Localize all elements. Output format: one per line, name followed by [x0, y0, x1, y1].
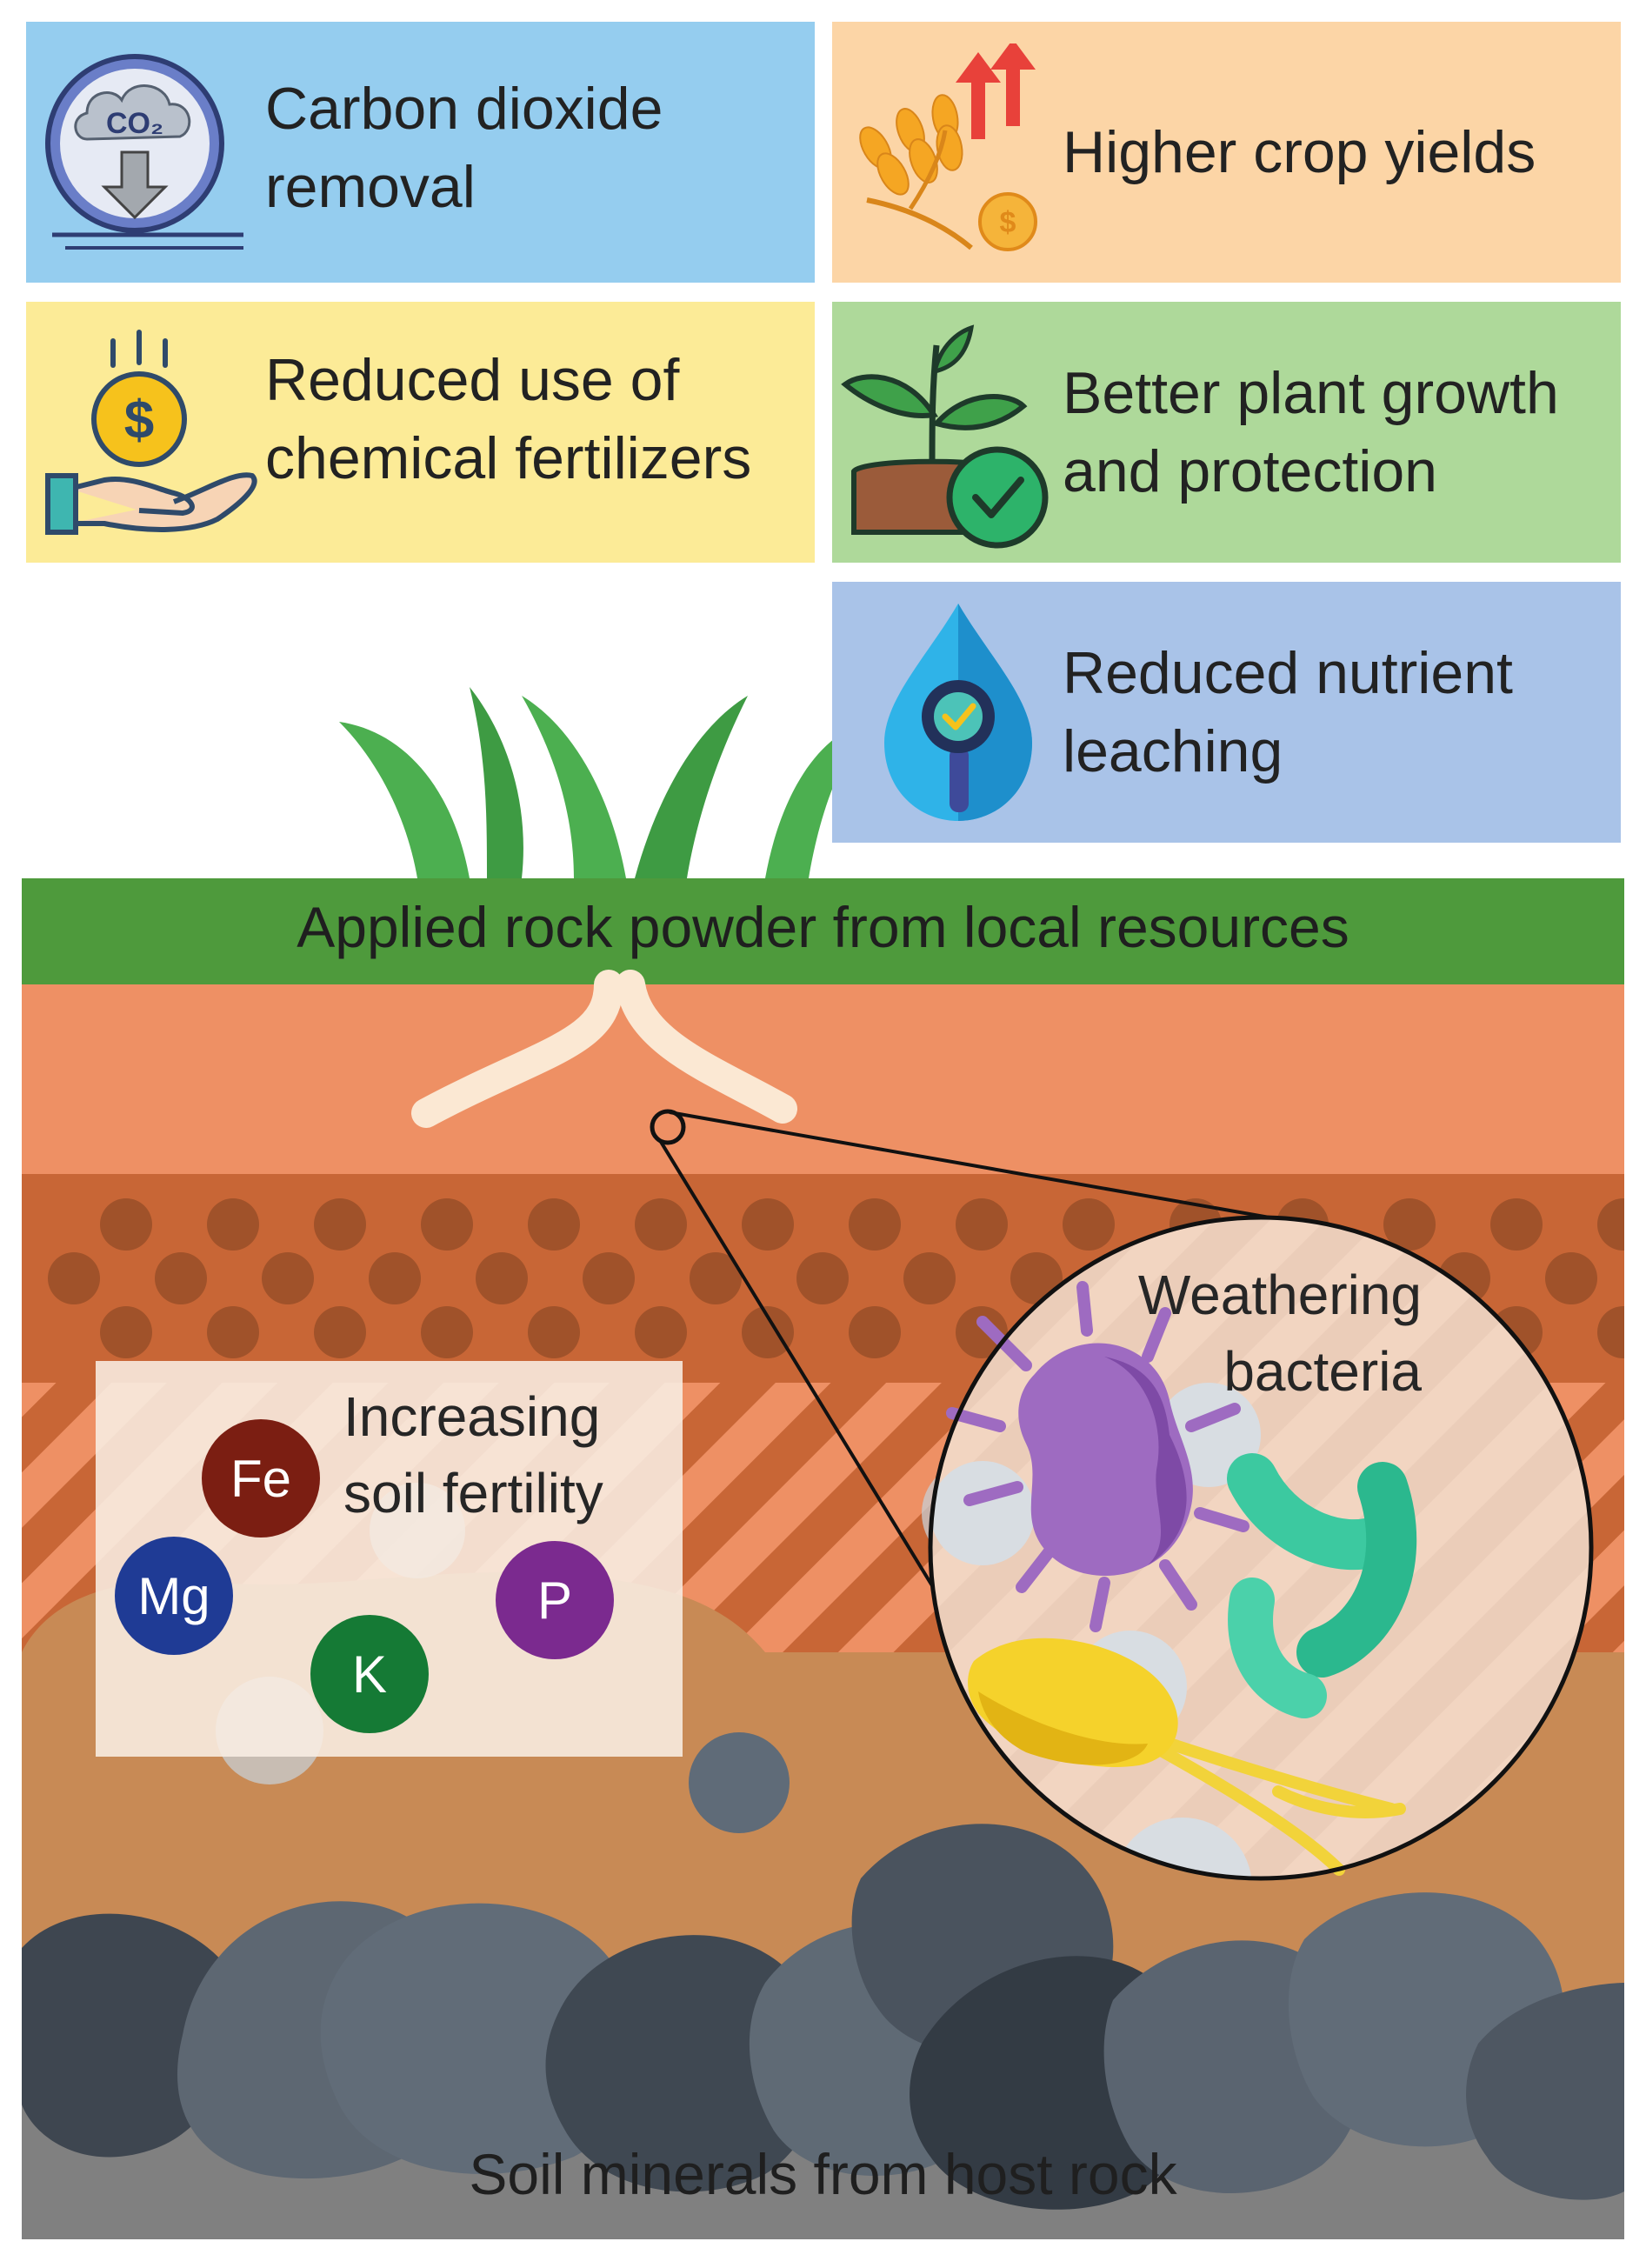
soil-particle — [635, 1306, 687, 1358]
soil-particle — [1597, 1198, 1624, 1251]
host-rocks — [22, 1824, 1624, 2210]
plant-growth-text: Better plant growth and protection — [1063, 360, 1559, 504]
soil-particle — [583, 1252, 635, 1304]
zoom-line-top — [669, 1111, 1270, 1219]
soil-particle — [1383, 1198, 1436, 1251]
soil-particle — [1490, 1198, 1543, 1251]
rock-powder-layer — [22, 878, 1624, 984]
panel-co2-removal: CO₂ Carbon dioxide removal — [26, 22, 815, 283]
soil-particle — [314, 1306, 366, 1358]
co2-cloud-icon: CO₂ — [45, 54, 243, 250]
nutrient-leaching-text: Reduced nutrient leaching — [1063, 640, 1513, 784]
soil-particle — [421, 1198, 473, 1251]
host-rock-label: Soil minerals from host rock — [469, 2142, 1177, 2206]
soil-particle — [262, 1252, 314, 1304]
soil-particle — [1063, 1198, 1115, 1251]
soil-particle — [903, 1252, 956, 1304]
soil-particle — [207, 1306, 259, 1358]
soil-particle — [421, 1306, 473, 1358]
soil-particle — [369, 1252, 421, 1304]
soil-particle — [476, 1252, 528, 1304]
plant-leaves-icon — [339, 687, 870, 878]
yellow-bacterium-icon — [968, 1638, 1406, 1876]
panel-plant-growth: Better plant growth and protection — [832, 302, 1621, 563]
zoom-circle — [928, 1215, 1594, 1881]
water-drop-icon — [884, 604, 1032, 821]
soil-particle — [690, 1252, 742, 1304]
soil-particle — [1545, 1252, 1597, 1304]
soil-particle — [155, 1252, 207, 1304]
soil-particle — [528, 1198, 580, 1251]
element-symbol: P — [537, 1571, 572, 1630]
zoom-title: Weathering bacteria — [1137, 1264, 1422, 1403]
soil-particle — [100, 1198, 152, 1251]
soil-particle — [635, 1198, 687, 1251]
money-hand-icon: $ — [45, 330, 257, 535]
panel-higher-yields: $ Higher crop yields — [832, 22, 1621, 283]
zoom-origin-marker — [650, 1109, 686, 1145]
soil-particle — [956, 1306, 1008, 1358]
element-mg: Mg — [115, 1537, 233, 1655]
soil-particle — [1597, 1306, 1624, 1358]
element-p: P — [496, 1541, 614, 1659]
svg-text:CO₂: CO₂ — [106, 107, 163, 140]
plant-check-icon — [841, 324, 1049, 549]
crop-growth-icon: $ — [859, 43, 1037, 251]
soil-particle — [796, 1252, 849, 1304]
soil-particle — [742, 1306, 794, 1358]
panel-reduced-fertilizers: $ Reduced use of chemical fertilizers — [26, 302, 815, 563]
element-symbol: K — [352, 1645, 387, 1704]
pebble-dark — [689, 1732, 790, 1833]
teal-bacteria-icon — [1227, 1453, 1417, 1718]
soil-particle — [314, 1198, 366, 1251]
soil-particle — [207, 1198, 259, 1251]
soil-particle — [742, 1198, 794, 1251]
element-fe: Fe — [202, 1419, 320, 1538]
soil-particle — [849, 1198, 901, 1251]
rock-powder-label: Applied rock powder from local resources — [297, 895, 1349, 959]
panel-nutrient-leaching: Reduced nutrient leaching — [832, 582, 1621, 843]
fertility-title: Increasing soil fertility — [343, 1385, 603, 1524]
higher-yields-text: Higher crop yields — [1063, 119, 1536, 185]
svg-text:$: $ — [1000, 206, 1016, 239]
svg-text:$: $ — [124, 390, 154, 450]
soil-particle — [956, 1198, 1008, 1251]
co2-removal-text: Carbon dioxide removal — [265, 76, 663, 220]
element-symbol: Fe — [230, 1450, 291, 1508]
plant-roots — [411, 970, 797, 1128]
element-k: K — [310, 1615, 429, 1733]
soil-particle — [100, 1306, 152, 1358]
reduced-fertilizers-text: Reduced use of chemical fertilizers — [265, 347, 752, 491]
topsoil-layer — [22, 984, 1624, 1174]
soil-particle — [849, 1306, 901, 1358]
soil-particle — [528, 1306, 580, 1358]
soil-particle — [48, 1252, 100, 1304]
element-symbol: Mg — [137, 1567, 210, 1625]
